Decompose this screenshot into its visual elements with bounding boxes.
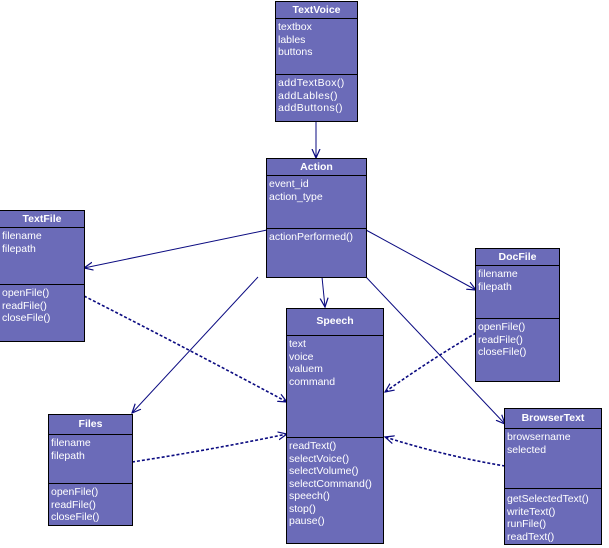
attribute: text [289, 338, 306, 350]
class-files: Files filename filepath openFile() readF… [48, 414, 133, 526]
class-operations: openFile() readFile() closeFile() [49, 484, 132, 524]
class-operations: openFile() readFile() closeFile() [0, 285, 84, 325]
attribute: filename [2, 230, 42, 242]
attribute: lables [278, 33, 306, 46]
operation: selectVolume() [289, 465, 359, 477]
class-action: Action event_id action_type actionPerfor… [266, 158, 367, 278]
class-attributes: event_id action_type [267, 176, 366, 229]
operation: stop() [289, 502, 316, 515]
attribute: action_type [269, 190, 323, 203]
operation: readText() [289, 440, 337, 452]
operation: closeFile() [51, 511, 100, 523]
class-attributes: filename filepath [49, 435, 132, 484]
operation: readFile() [51, 498, 96, 511]
attribute: browsername [507, 431, 571, 443]
operation: pause() [289, 515, 325, 527]
class-title: Action [267, 159, 366, 176]
class-textvoice: TextVoice textbox lables buttons addText… [275, 1, 358, 122]
class-operations: addTextBox() addLables() addButtons() [276, 75, 357, 115]
edge-browsertext-speech [385, 437, 506, 467]
attribute: filename [478, 268, 518, 280]
class-title: BrowserText [505, 409, 601, 429]
operation: getSelectedText() [507, 493, 589, 505]
class-browsertext: BrowserText browsername selected getSele… [504, 408, 602, 545]
class-operations: readText() selectVoice() selectVolume() … [287, 438, 383, 528]
attribute: filepath [51, 449, 85, 462]
operation: speech() [289, 490, 330, 502]
edge-action-textfile [84, 229, 268, 268]
class-operations: actionPerformed() [267, 229, 366, 244]
attribute: filename [51, 437, 91, 449]
class-title: DocFile [476, 249, 559, 266]
class-title: Speech [287, 309, 383, 336]
edge-action-speech [322, 276, 325, 307]
class-title: Files [49, 415, 132, 435]
class-operations: getSelectedText() writeText() runFile() … [505, 489, 601, 543]
operation: openFile() [478, 321, 526, 333]
operation: runFile() [507, 518, 547, 530]
class-attributes: text voice valuem command [287, 336, 383, 438]
class-title: TextVoice [276, 2, 357, 19]
operation: writeText() [507, 505, 556, 518]
edge-action-files [132, 276, 259, 413]
edge-textfile-speech [83, 295, 287, 403]
operation: actionPerformed() [269, 231, 354, 243]
class-speech: Speech text voice valuem command readTex… [286, 308, 384, 544]
operation: readFile() [478, 333, 523, 346]
class-textfile: TextFile filename filepath openFile() re… [0, 210, 85, 342]
attribute: valuem [289, 363, 323, 375]
operation: addButtons() [278, 102, 343, 114]
edge-files-speech [131, 434, 287, 463]
attribute: filepath [478, 280, 512, 293]
class-operations: openFile() readFile() closeFile() [476, 319, 559, 359]
operation: openFile() [51, 486, 99, 498]
class-attributes: filename filepath [0, 228, 84, 285]
operation: closeFile() [2, 312, 51, 324]
attribute: selected [507, 443, 547, 456]
operation: openFile() [2, 287, 50, 299]
operation: readFile() [2, 299, 47, 312]
edge-action-docfile [365, 229, 476, 290]
attribute: textbox [278, 21, 312, 33]
edge-docfile-speech [385, 332, 477, 392]
attribute: command [289, 375, 336, 388]
class-attributes: browsername selected [505, 429, 601, 489]
operation: addTextBox() [278, 77, 345, 89]
operation: selectCommand() [289, 477, 372, 490]
attribute: voice [289, 350, 314, 363]
class-attributes: filename filepath [476, 266, 559, 319]
attribute: filepath [2, 242, 36, 255]
attribute: buttons [278, 46, 313, 58]
class-title: TextFile [0, 211, 84, 228]
class-docfile: DocFile filename filepath openFile() rea… [475, 248, 560, 382]
class-attributes: textbox lables buttons [276, 19, 357, 75]
operation: closeFile() [478, 346, 527, 358]
operation: addLables() [278, 89, 338, 102]
operation: readText() [507, 530, 555, 543]
attribute: event_id [269, 178, 309, 190]
operation: selectVoice() [289, 452, 350, 465]
